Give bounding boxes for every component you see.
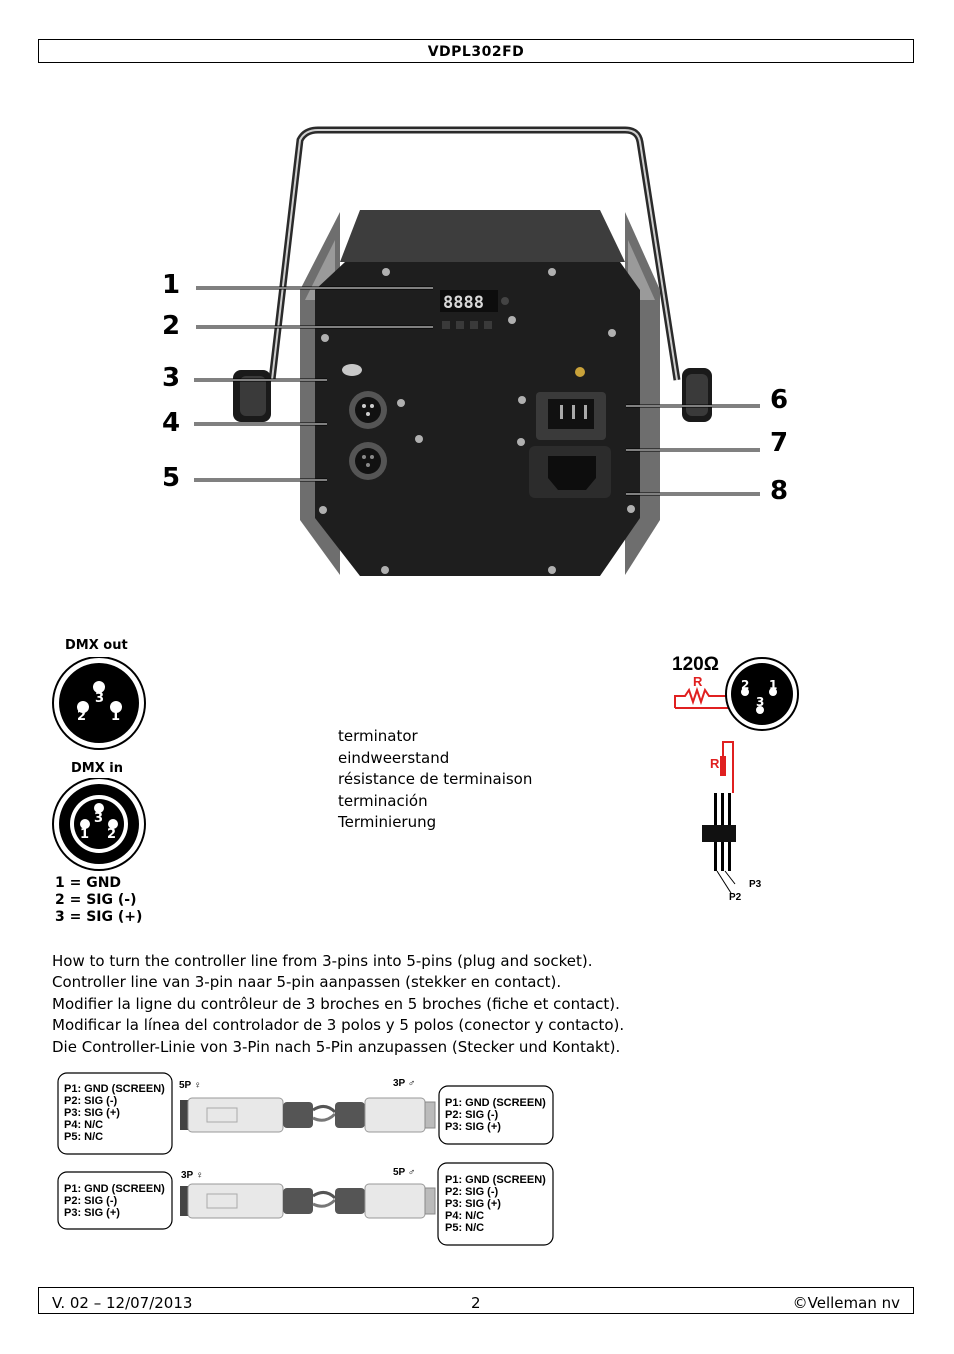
callout-8: 8: [770, 476, 789, 506]
pin-row: P2: SIG (-): [64, 1195, 118, 1207]
pin-row: P5: N/C: [445, 1222, 485, 1234]
model-title: VDPL302FD: [427, 44, 525, 60]
pin-row: P3: SIG (+): [64, 1107, 120, 1119]
resistor-wire-label: R: [710, 756, 720, 771]
page-footer: V. 02 – 12/07/2013 2 ©Velleman nv: [38, 1287, 914, 1314]
cable-conversion-instructions: How to turn the controller line from 3-p…: [52, 951, 624, 1058]
pin-row: P1: GND (SCREEN): [445, 1097, 546, 1109]
pin-row: P2: SIG (-): [445, 1186, 499, 1198]
dmx-in-label: DMX in: [71, 761, 123, 776]
pin-row: P3: SIG (+): [445, 1198, 501, 1210]
pin-row: P4: N/C: [64, 1119, 104, 1131]
copyright: ©Velleman nv: [792, 1294, 900, 1312]
pin-legend: 1 = GND 2 = SIG (-) 3 = SIG (+): [55, 875, 142, 926]
dmx-out-pin-1: 1: [111, 709, 120, 724]
version-date: V. 02 – 12/07/2013: [52, 1294, 193, 1312]
terminator-label-list: terminator eindweerstand résistance de t…: [338, 726, 532, 834]
pin-row: P4: N/C: [445, 1210, 485, 1222]
cable-top-right-pins: P1: GND (SCREEN) P2: SIG (-) P3: SIG (+): [445, 1097, 546, 1133]
page-header: VDPL302FD: [38, 39, 914, 63]
fuse-holder: [342, 364, 362, 376]
terminator-diagram: 120Ω R 2 1 3 R P3 P2: [672, 654, 799, 903]
term-pin-2: 2: [741, 678, 749, 692]
dmx-in-pin-3: 3: [94, 811, 103, 826]
callout-3: 3: [162, 363, 181, 393]
callout-6: 6: [770, 385, 789, 415]
pin-legend-line: 3 = SIG (+): [55, 909, 143, 925]
cable-top-left-pins: P1: GND (SCREEN) P2: SIG (-) P3: SIG (+)…: [64, 1083, 165, 1143]
dmx-in-pin-1: 1: [80, 827, 89, 842]
cable-top-right-connector-label: 3P ♂: [393, 1078, 416, 1089]
pin-row: P1: GND (SCREEN): [64, 1083, 165, 1095]
wire-label-p2: P2: [729, 892, 742, 903]
instruction-line-nl: Controller line van 3-pin naar 5-pin aan…: [52, 973, 562, 992]
terminator-label-es: terminación: [338, 791, 428, 810]
dmx-out-label: DMX out: [65, 638, 128, 653]
callout-4: 4: [162, 408, 181, 438]
callout-2: 2: [162, 311, 181, 341]
terminator-label-fr: résistance de terminaison: [338, 770, 533, 789]
callout-1: 1: [162, 270, 181, 300]
device-rear-panel-illustration: 8888: [194, 126, 760, 576]
cable-top-left-connector-label: 5P ♀: [179, 1080, 202, 1091]
cable-bottom-right-connector-label: 5P ♂: [393, 1167, 416, 1178]
term-pin-1: 1: [769, 678, 777, 692]
ohm-label: 120Ω: [672, 654, 719, 675]
cable-bottom-left-pins: P1: GND (SCREEN) P2: SIG (-) P3: SIG (+): [64, 1183, 165, 1219]
dmx-out-connector-diagram: 3 2 1: [52, 657, 146, 750]
terminator-label-de: Terminierung: [338, 813, 437, 832]
callout-5: 5: [162, 463, 181, 493]
instruction-line-es: Modificar la línea del controlador de 3 …: [52, 1016, 625, 1035]
cable-bottom-left-connector-label: 3P ♀: [181, 1170, 204, 1181]
pin-legend-line: 1 = GND: [55, 875, 122, 891]
pin-row: P3: SIG (+): [445, 1121, 501, 1133]
pin-row: P5: N/C: [64, 1131, 104, 1143]
pin-row: P2: SIG (-): [445, 1109, 499, 1121]
resistor-body: [720, 756, 726, 776]
shrink-tube: [702, 825, 736, 842]
wire-label-p3: P3: [749, 879, 762, 890]
pin-legend-line: 2 = SIG (-): [55, 892, 137, 908]
resistor-symbol: [674, 686, 745, 708]
resistor-label: R: [693, 674, 703, 689]
pin-row: P1: GND (SCREEN): [445, 1174, 546, 1186]
pin-row: P1: GND (SCREEN): [64, 1183, 165, 1195]
pin-row: P3: SIG (+): [64, 1207, 120, 1219]
instruction-line-en: How to turn the controller line from 3-p…: [52, 952, 593, 970]
terminator-label-nl: eindweerstand: [338, 748, 450, 767]
instruction-line-de: Die Controller-Linie von 3-Pin nach 5-Pi…: [52, 1037, 621, 1056]
terminator-label-en: terminator: [338, 727, 418, 745]
callout-7: 7: [770, 428, 789, 458]
term-pin-3: 3: [756, 695, 764, 709]
instruction-line-fr: Modifier la ligne du contrôleur de 3 bro…: [52, 994, 620, 1013]
dmx-out-pin-2: 2: [77, 709, 86, 724]
dmx-in-connector-diagram: 3 1 2: [52, 778, 146, 871]
page-number: 2: [471, 1294, 481, 1312]
dmx-out-pin-3: 3: [95, 691, 104, 706]
cable-bottom-right-pins: P1: GND (SCREEN) P2: SIG (-) P3: SIG (+)…: [445, 1174, 546, 1234]
pin-row: P2: SIG (-): [64, 1095, 118, 1107]
display-digits: 8888: [443, 293, 484, 313]
cable-diagram-5p-to-3p: P1: GND (SCREEN) P2: SIG (-) P3: SIG (+)…: [57, 1072, 555, 1157]
cable-diagram-3p-to-5p: P1: GND (SCREEN) P2: SIG (-) P3: SIG (+)…: [57, 1160, 555, 1248]
dmx-in-pin-2: 2: [107, 827, 116, 842]
